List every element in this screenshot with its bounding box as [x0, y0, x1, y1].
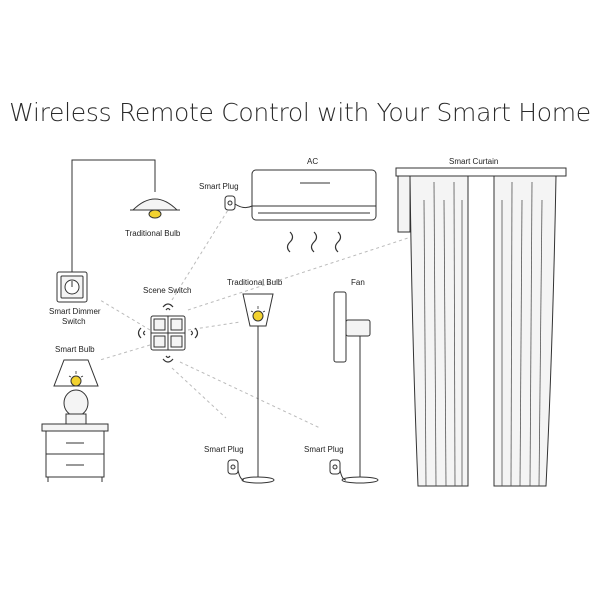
bulb-glow: [148, 209, 162, 219]
label-smart-plug-fan: Smart Plug: [304, 445, 344, 454]
link-smart-bulb: [99, 344, 151, 361]
floor-lamp: [241, 293, 275, 484]
label-ac: AC: [307, 157, 318, 166]
link-dimmer: [99, 299, 151, 331]
airflow-icon: [286, 231, 342, 253]
link-floor-lamp: [187, 321, 241, 331]
signal-waves-icon: [137, 303, 199, 363]
label-smart-plug-lamp: Smart Plug: [204, 445, 244, 454]
wireless-links: [99, 209, 409, 429]
nightstand: [41, 423, 109, 482]
scene-switch: [150, 315, 186, 351]
smart-plug-fan: [329, 459, 347, 481]
curtain-motor: [397, 175, 411, 233]
curtain-right-panel: [493, 175, 557, 487]
ceiling-bulb: [71, 159, 180, 272]
ceiling-wire: [71, 159, 156, 272]
curtain-left-panel: [409, 175, 469, 487]
lamp-shade: [131, 198, 179, 211]
link-curtain: [187, 237, 409, 311]
label-scene-switch: Scene Switch: [143, 286, 191, 295]
floor-lamp-shade: [242, 293, 274, 327]
table-lamp-base: [63, 389, 89, 417]
smart-bulb-glow: [70, 375, 82, 387]
floor-bulb-glow: [252, 310, 264, 322]
curtain-rail: [395, 167, 567, 177]
label-smart-curtain: Smart Curtain: [449, 157, 498, 166]
curtain-folds: [423, 181, 543, 487]
smart-dimmer-switch: [56, 271, 88, 303]
label-traditional-bulb-floor: Traditional Bulb: [227, 278, 283, 287]
air-conditioner: [251, 169, 377, 221]
label-smart-dimmer-2: Switch: [62, 317, 86, 326]
label-traditional-bulb-ceiling: Traditional Bulb: [125, 229, 181, 238]
label-smart-dimmer-1: Smart Dimmer: [49, 307, 101, 316]
smart-bulb-lamp: [53, 359, 99, 425]
label-fan: Fan: [351, 278, 365, 287]
link-plug-fan: [179, 361, 321, 429]
smart-plug-lamp: [227, 459, 245, 481]
standing-fan: [333, 291, 379, 484]
smart-plug-ac: [224, 195, 253, 211]
diagram-title: Wireless Remote Control with Your Smart …: [9, 98, 591, 127]
label-smart-plug-ac: Smart Plug: [199, 182, 239, 191]
link-plug-lamp: [171, 367, 227, 419]
label-smart-bulb: Smart Bulb: [55, 345, 95, 354]
